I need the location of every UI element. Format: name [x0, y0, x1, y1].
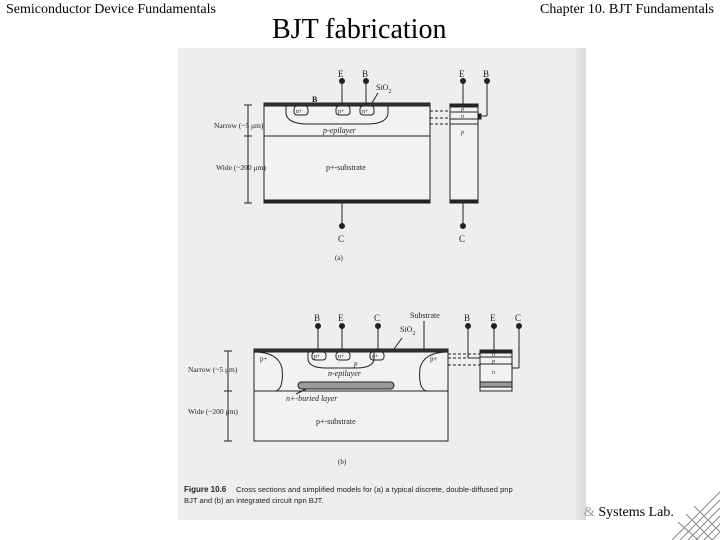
emitter-b	[335, 351, 351, 361]
emitter-label-1: n+	[296, 109, 303, 115]
base-contact-label-b: p+	[314, 354, 321, 360]
sio2-pointer	[371, 92, 379, 104]
collector-contact-label-b: n+	[372, 354, 379, 360]
buried-layer	[297, 381, 395, 390]
base-diffusion-region	[285, 106, 389, 125]
model-layer-p-b: p	[491, 359, 495, 365]
collector-contact	[263, 199, 431, 204]
terminal-b-label-b: B	[314, 313, 320, 323]
figure-a-simplified-model: E B p n p	[449, 69, 490, 204]
figure-a-projection-lines	[430, 110, 450, 125]
corner-hatch-decoration	[672, 492, 720, 540]
model-top-contact	[449, 103, 479, 108]
wide-label: Wide (~200 μm)	[216, 163, 266, 172]
caption-line-2: BJT and (b) an integrated circuit npn BJ…	[184, 496, 324, 505]
emitter-diffusion-3	[359, 105, 375, 116]
model-b-label-b: B	[464, 313, 470, 323]
figure-a-discrete-pnp: E B SiO2 B n+ p+ n+ p-epilayer p+-substr…	[214, 69, 490, 262]
figure-b-terminals: B E C	[314, 313, 381, 350]
model-layer-p-top: p	[460, 107, 464, 113]
substrate-label-b: p+-substrate	[316, 417, 356, 426]
buried-layer-pointer	[295, 388, 307, 395]
substrate-label: p+-substrate	[326, 163, 366, 172]
terminal-c-label-b: C	[374, 313, 380, 323]
footer-lab-name: & Systems Lab.	[584, 505, 674, 521]
caption-line-1: Cross sections and simplified models for…	[236, 485, 513, 494]
isolation-left-label: p+	[260, 355, 268, 363]
model-e-label: E	[459, 69, 465, 79]
isolation-right-label: p+	[430, 355, 438, 363]
emitter-diffusion-2	[335, 105, 351, 116]
collector-dot-device	[339, 223, 345, 229]
substrate-region-b	[253, 390, 449, 442]
caption-a: (a)	[335, 254, 343, 262]
emitter-label-3: n+	[362, 109, 369, 115]
isolation-right	[419, 351, 449, 392]
caption-b: (b)	[338, 458, 347, 466]
isolation-left	[253, 351, 283, 392]
collector-dot-model	[460, 223, 466, 229]
bjt-cross-section-figure: E B SiO2 B n+ p+ n+ p-epilayer p+-substr…	[184, 69, 522, 505]
wide-label-b: Wide (~200 μm)	[188, 407, 238, 416]
base-p-label-b: p	[353, 360, 358, 368]
emitter-diffusion-1	[293, 105, 309, 116]
course-title: Semiconductor Device Fundamentals	[6, 2, 216, 17]
epilayer-region	[263, 104, 431, 137]
model-layer-n-bottom-b: n	[492, 370, 495, 376]
model-b-label: B	[483, 69, 489, 79]
terminal-e-label-b: E	[338, 313, 344, 323]
model-body	[449, 104, 479, 203]
collector-label-model: C	[459, 234, 465, 244]
terminal-e-label: E	[338, 69, 344, 79]
collector-contact-b	[369, 351, 385, 361]
chapter-title: Chapter 10. BJT Fundamentals	[540, 2, 714, 17]
epilayer-label-b: n-epilayer	[328, 369, 362, 378]
buried-layer-label: n+-buried layer	[286, 394, 338, 403]
base-contact-b	[311, 351, 327, 361]
base-region-label: B	[312, 95, 318, 104]
model-layer-n-top-b: n	[492, 352, 495, 358]
substrate-terminal-label: Substrate	[410, 311, 440, 320]
model-c-label-b: C	[515, 313, 521, 323]
base-region-b	[307, 352, 375, 369]
footer-ampersand: &	[584, 505, 595, 520]
model-layer-p-bottom: p	[460, 130, 464, 136]
figure-b-projection-lines	[448, 353, 480, 366]
sio2-pointer-b	[393, 337, 403, 350]
emitter-label-b: n+	[338, 354, 345, 360]
epilayer-label: p-epilayer	[322, 126, 357, 135]
oxide-layer-b	[253, 348, 449, 353]
substrate-region	[263, 135, 431, 203]
model-buried-b	[479, 381, 513, 388]
figure-b-integrated-npn: B E C Substrate SiO2 p+ p+ p+ n+ n+ p n-…	[188, 311, 522, 466]
sio2-label: SiO2	[376, 83, 391, 95]
sio2-label-b: SiO2	[400, 325, 415, 337]
slide-title: BJT fabrication	[272, 14, 447, 45]
footer-lab-text: Systems Lab.	[594, 505, 674, 520]
collector-label-device: C	[338, 234, 344, 244]
model-bottom-contact	[449, 199, 479, 204]
narrow-label-b: Narrow (~5 μm)	[188, 365, 238, 374]
model-layer-n: n	[461, 114, 464, 120]
figure-b-simplified-model: B E C n p n	[464, 313, 522, 392]
model-e-label-b: E	[490, 313, 496, 323]
scan-page-edge	[576, 48, 586, 520]
narrow-label: Narrow (~5 μm)	[214, 121, 264, 130]
base-contact-label: p+	[338, 109, 345, 115]
figure-a-terminals: E B	[338, 69, 369, 104]
caption-figure-number: Figure 10.6	[184, 485, 227, 494]
terminal-b-label: B	[362, 69, 368, 79]
figure-caption: Figure 10.6 Cross sections and simplifie…	[184, 485, 513, 505]
